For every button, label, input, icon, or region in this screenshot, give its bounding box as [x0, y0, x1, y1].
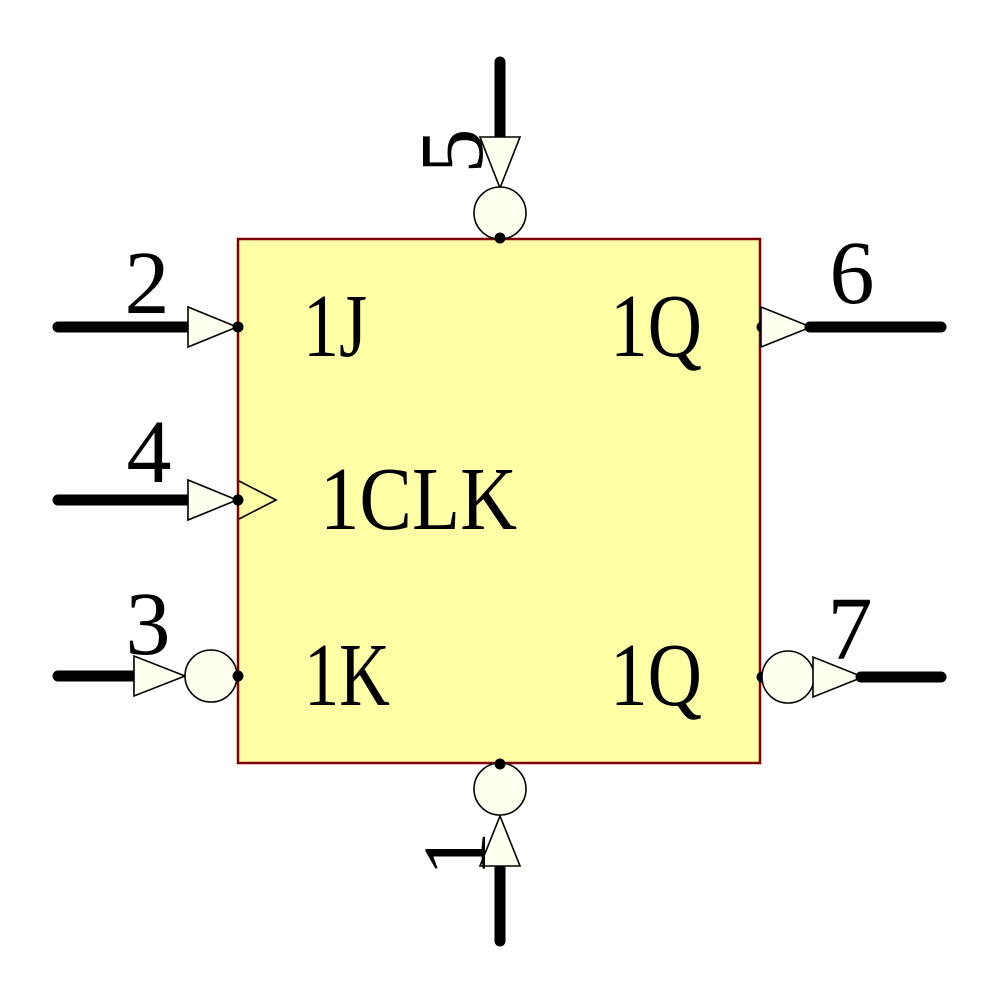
label-1q: 1Q	[610, 277, 702, 376]
pin-7-inversion-bubble-icon	[761, 650, 815, 704]
pin-5-inversion-bubble-icon	[473, 186, 527, 240]
label-1clk: 1CLK	[320, 450, 517, 549]
flipflop-body[interactable]	[236, 237, 762, 765]
pin-6-arrowhead-icon	[760, 305, 814, 349]
pin-3-k-input[interactable]: 3	[52, 575, 244, 703]
pin-6-q-output[interactable]: 6	[756, 224, 947, 349]
pin-2-arrowhead-icon	[187, 305, 240, 349]
pin-4-connection-dot	[232, 494, 244, 506]
pin-5-number-label: 5	[403, 129, 502, 174]
pin-3-number-label: 3	[126, 575, 171, 674]
pin-2-connection-dot	[232, 321, 244, 333]
pin-3-connection-dot	[232, 670, 244, 682]
label-1k: 1K	[304, 626, 390, 725]
pin-7-number-label: 7	[828, 580, 873, 679]
pin-2-j-input[interactable]: 2	[52, 234, 244, 349]
pin-5-top-input[interactable]: 5	[403, 56, 527, 244]
pin-7-qbar-output[interactable]: 7	[756, 580, 947, 704]
pin-7-arrowhead-icon	[812, 655, 866, 699]
pin-4-arrowhead-icon	[187, 478, 240, 522]
pin-1-connection-dot	[494, 758, 506, 770]
pin-4-clk-input[interactable]: 4	[52, 403, 244, 522]
pin-3-inversion-bubble-icon	[184, 649, 238, 703]
pin-5-arrowhead-icon	[478, 136, 522, 191]
pin-2-number-label: 2	[125, 234, 170, 333]
pin-6-number-label: 6	[830, 224, 875, 323]
pin-1-bottom-input[interactable]: 1	[406, 758, 527, 947]
pin-1-inversion-bubble-icon	[473, 762, 527, 816]
label-1q-bar: 1Q	[610, 626, 702, 725]
clock-edge-chevron-icon	[238, 480, 278, 520]
pin-4-number-label: 4	[127, 403, 172, 502]
pin-5-connection-dot	[494, 232, 506, 244]
label-1j: 1J	[303, 277, 367, 376]
pin-1-arrowhead-icon	[478, 813, 522, 867]
pin-3-arrowhead-icon	[133, 654, 188, 698]
pin-1-number-label: 1	[406, 832, 505, 877]
